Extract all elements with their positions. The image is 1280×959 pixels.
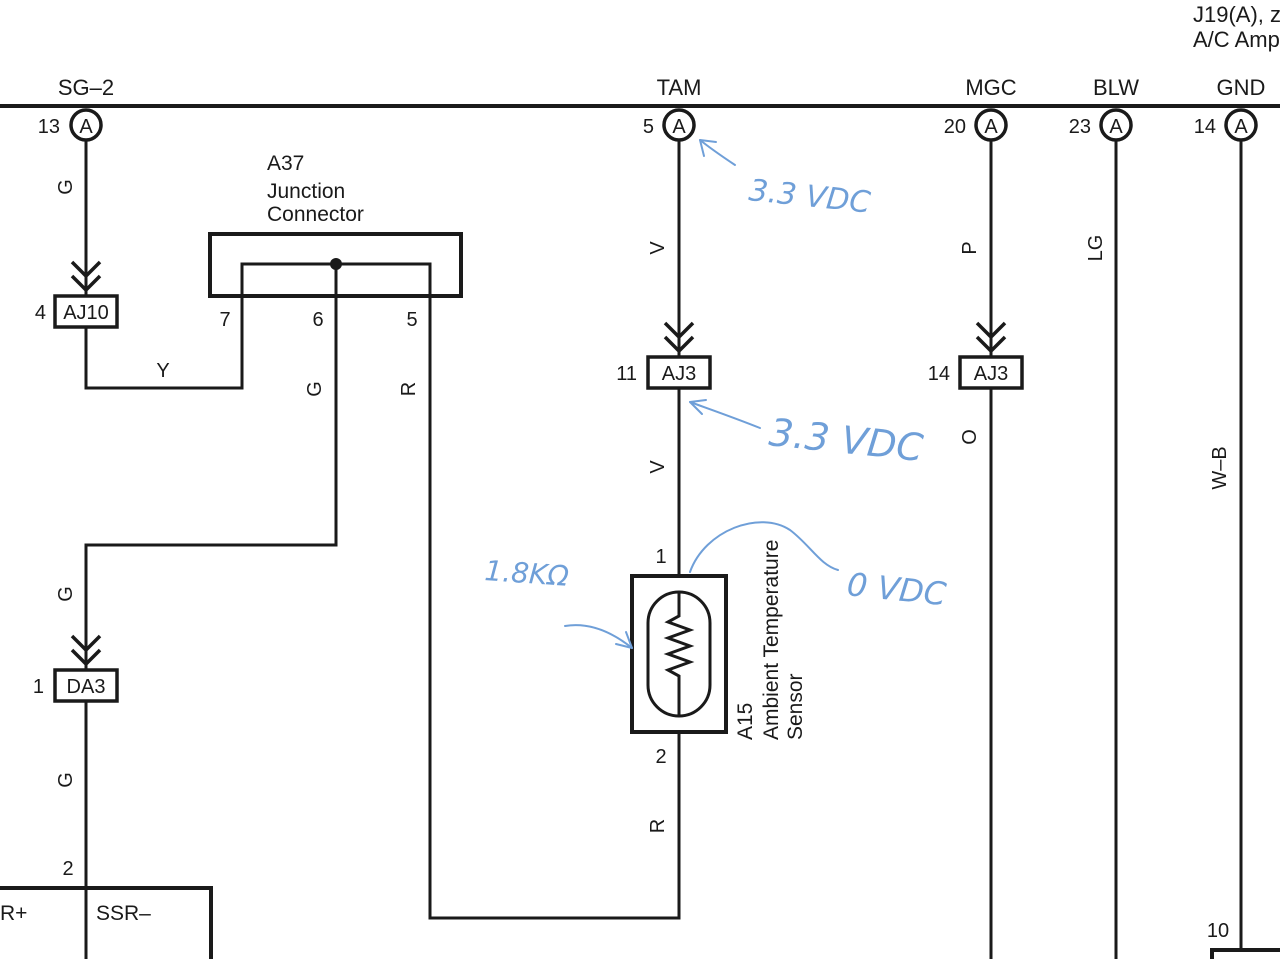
connector-letter: A — [1109, 116, 1123, 138]
junction-line-1: Junction — [267, 180, 345, 203]
sensor-pin-2: 2 — [655, 746, 666, 768]
pin-number: 1 — [33, 676, 44, 698]
wire-color-tam-top: V — [647, 241, 669, 255]
connector-pin-sg2: A 13 — [38, 108, 103, 142]
sensor-id: A15 — [734, 703, 757, 740]
connector-aj3-left: AJ3 11 — [616, 355, 712, 390]
pin-number: 23 — [1069, 116, 1091, 138]
wire-jc5 — [428, 296, 681, 920]
annotation-curve-sensor-pin — [689, 521, 839, 573]
wire-color-da3-bottom: G — [55, 772, 77, 788]
signal-blw: BLW — [1093, 75, 1139, 100]
sensor-line-1: Ambient Temperature — [760, 540, 783, 740]
junction-pin-7: 7 — [219, 309, 230, 331]
junction-pin-6: 6 — [312, 309, 323, 331]
signal-sg2: SG–2 — [58, 75, 114, 100]
wire-color-jc5: R — [398, 382, 420, 396]
junction-line-2: Connector — [267, 203, 364, 226]
bottom-pin-right: 10 — [1207, 920, 1229, 942]
wire-sg2 — [70, 140, 102, 296]
annotation-aj3-voltage: 3.3 VDC — [767, 410, 926, 470]
connector-da3-label: DA3 — [67, 676, 106, 698]
wire-color-tam-mid: V — [647, 460, 669, 474]
pin-number: 14 — [1194, 116, 1216, 138]
signal-mgc: MGC — [965, 75, 1016, 100]
connector-pin-blw: A 23 — [1069, 108, 1133, 142]
pin-number: 4 — [35, 302, 46, 324]
bottom-left-box — [0, 886, 213, 959]
bottom-box-left-label: R+ — [0, 902, 27, 925]
connector-aj3-right: AJ3 14 — [928, 355, 1024, 390]
connector-pin-gnd: A 14 — [1194, 108, 1258, 142]
wire-jc6 — [84, 264, 338, 670]
connector-aj10: AJ10 4 — [35, 294, 119, 329]
connector-aj10-label: AJ10 — [63, 302, 109, 324]
pin-number: 20 — [944, 116, 966, 138]
wire-mgc-top — [975, 140, 1007, 357]
sensor-line-2: Sensor — [784, 673, 807, 740]
connector-pin-mgc: A 20 — [944, 108, 1008, 142]
connector-letter: A — [79, 116, 93, 138]
signal-gnd: GND — [1217, 75, 1266, 100]
wire-color-mgc-bottom: O — [959, 429, 981, 445]
annotation-tam-voltage: 3.3 VDC — [747, 173, 872, 221]
pin-number: 5 — [643, 116, 654, 138]
bottom-pin-left: 2 — [62, 858, 73, 880]
signal-tam: TAM — [657, 75, 702, 100]
wire-color-da3-top: G — [55, 586, 77, 602]
sensor-a15 — [630, 574, 728, 734]
connector-aj3-label: AJ3 — [662, 363, 696, 385]
wire-color-mgc-top: P — [959, 241, 981, 254]
junction-id: A37 — [267, 152, 304, 175]
wire-color-sg2-top: G — [55, 179, 77, 195]
arrow-da3 — [70, 634, 102, 667]
pin-number: 11 — [616, 363, 637, 385]
wire-color-y: Y — [156, 360, 169, 382]
title-line-2: A/C Amp — [1193, 27, 1280, 52]
connector-aj3-label: AJ3 — [974, 363, 1008, 385]
wire-y-link — [84, 264, 244, 390]
sensor-pin-1: 1 — [655, 546, 666, 568]
annotation-resistance: 1.8KΩ — [484, 554, 571, 593]
bottom-box-right-label: SSR– — [96, 902, 151, 925]
annotation-sensor-voltage: 0 VDC — [845, 565, 948, 613]
connector-da3: DA3 1 — [33, 668, 119, 703]
wire-tam-top — [663, 140, 695, 357]
connector-letter: A — [1234, 116, 1248, 138]
junction-pin-5: 5 — [406, 309, 417, 331]
wire-color-sensor-bottom: R — [647, 819, 669, 833]
annotation-arrow-aj3 — [689, 399, 761, 429]
annotation-arrow-tam — [699, 139, 736, 166]
bottom-right-box — [1210, 948, 1280, 959]
pin-number: 14 — [928, 363, 950, 385]
connector-pin-tam: A 5 — [643, 108, 696, 142]
connector-letter: A — [672, 116, 686, 138]
wire-color-gnd: W–B — [1209, 446, 1231, 489]
annotation-arrow-resistance — [564, 624, 633, 649]
title-line-1: J19(A), z — [1193, 2, 1280, 27]
wire-color-blw: LG — [1085, 235, 1107, 262]
connector-letter: A — [984, 116, 998, 138]
pin-number: 13 — [38, 116, 60, 138]
wire-color-jc6: G — [304, 381, 326, 397]
